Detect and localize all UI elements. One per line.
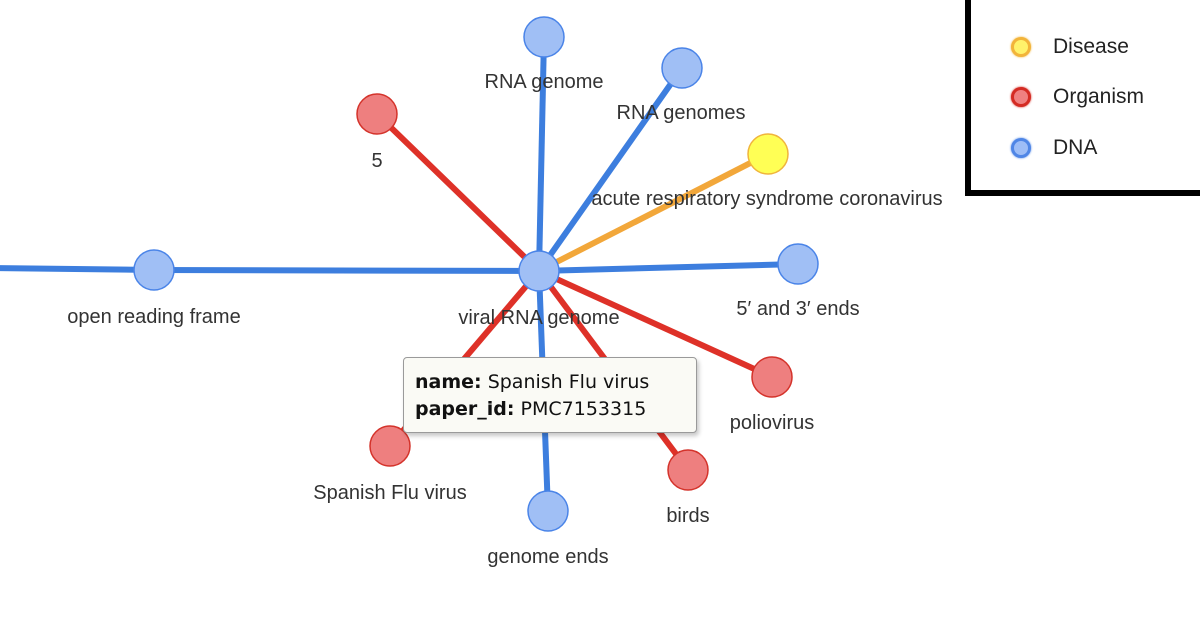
legend-swatch-disease-icon [1011, 37, 1031, 57]
tooltip-name-value: Spanish Flu virus [487, 371, 650, 393]
tooltip-paper-row: paper_id: PMC7153315 [415, 396, 696, 423]
legend-label-organism: Organism [1053, 85, 1145, 108]
edge-rna-genome[interactable] [536, 36, 547, 272]
node-label-genome-ends: genome ends [487, 546, 608, 568]
node-label-acute-respiratory-syndrome-coronavirus: acute respiratory syndrome coronavirus [591, 188, 942, 210]
legend-label-disease: Disease [1053, 35, 1129, 58]
node-genome-ends[interactable] [527, 490, 569, 532]
node-label-poliovirus: poliovirus [730, 412, 814, 434]
node-5[interactable] [356, 93, 398, 135]
node-label-rna-genome: RNA genome [485, 71, 604, 93]
node-open-reading-frame[interactable] [133, 249, 175, 291]
edge-acute-respiratory-syndrome-coronavirus[interactable] [537, 151, 770, 274]
tooltip-paper-value: PMC7153315 [520, 398, 647, 420]
edge-rna-genomes[interactable] [536, 66, 685, 273]
node-label-5-and-3-ends: 5′ and 3′ ends [736, 298, 859, 320]
node-label-birds: birds [666, 505, 709, 527]
tooltip-paper-key: paper_id: [415, 398, 515, 420]
node-layer [133, 16, 819, 532]
edge-layer [0, 36, 799, 512]
node-label-open-reading-frame: open reading frame [67, 306, 240, 328]
edge-open-reading-frame[interactable] [153, 267, 540, 274]
node-rna-genomes[interactable] [661, 47, 703, 89]
edge-open-reading-frame-offscreen [0, 265, 155, 273]
legend-swatch-organism-icon [1011, 87, 1031, 107]
legend-swatch-dna-icon [1011, 138, 1031, 158]
tooltip-name-key: name: [415, 371, 482, 393]
node-viral-rna-genome-center[interactable] [518, 250, 560, 292]
node-spanish-flu-virus[interactable] [369, 425, 411, 467]
edge-5-and-3-ends[interactable] [538, 261, 799, 274]
node-poliovirus[interactable] [751, 356, 793, 398]
node-tooltip: name: Spanish Flu virus paper_id: PMC715… [403, 357, 697, 433]
legend-item-organism[interactable]: Organism [1011, 82, 1144, 112]
node-5-and-3-ends[interactable] [777, 243, 819, 285]
legend: Disease Organism DNA [965, 0, 1200, 196]
node-acute-respiratory-syndrome-coronavirus[interactable] [747, 133, 789, 175]
node-label-5: 5 [371, 150, 382, 172]
edge-5[interactable] [374, 111, 542, 274]
tooltip-name-row: name: Spanish Flu virus [415, 369, 696, 396]
legend-label-dna: DNA [1053, 136, 1098, 159]
node-label-rna-genomes: RNA genomes [617, 102, 746, 124]
legend-item-disease[interactable]: Disease [1011, 32, 1129, 62]
edge-poliovirus[interactable] [537, 268, 774, 380]
node-label-viral-rna-genome: viral RNA genome [458, 307, 619, 329]
node-rna-genome[interactable] [523, 16, 565, 58]
node-birds[interactable] [667, 449, 709, 491]
node-label-spanish-flu-virus: Spanish Flu virus [313, 482, 466, 504]
legend-item-dna[interactable]: DNA [1011, 133, 1097, 163]
